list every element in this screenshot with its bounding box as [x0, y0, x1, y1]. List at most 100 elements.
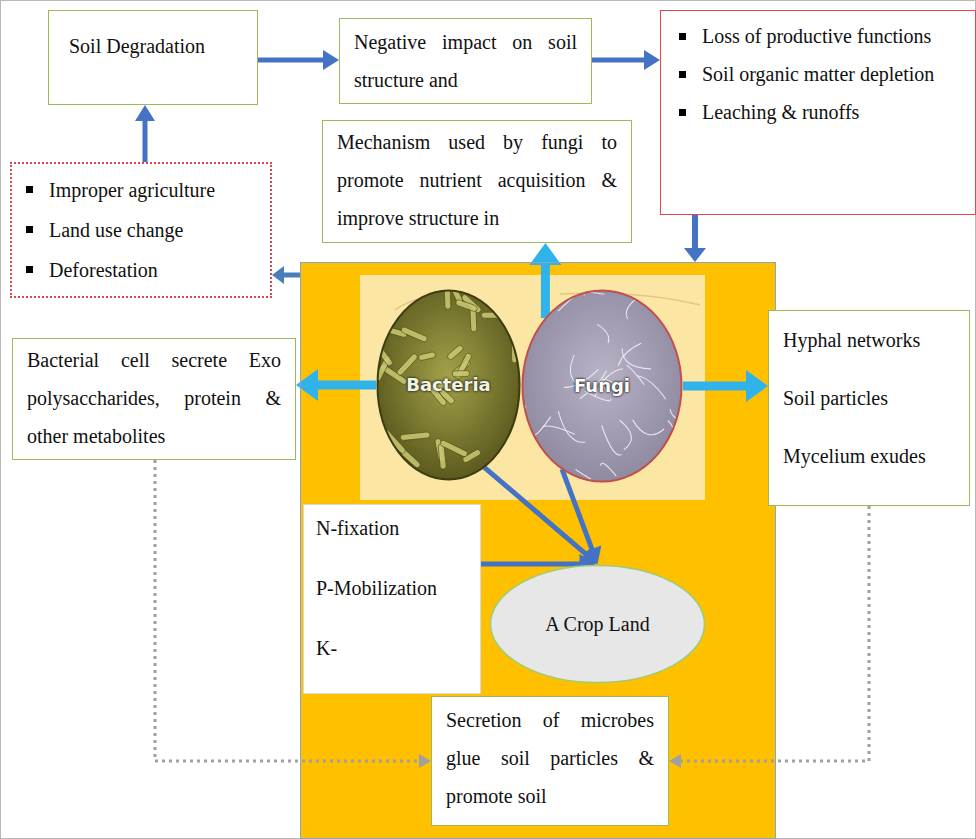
- box-text: Mechanism used by fungi to promote nutri…: [337, 123, 617, 237]
- connector: [684, 215, 706, 262]
- bullet-square: [26, 226, 33, 233]
- bacterium-rod: [382, 428, 407, 454]
- bacteria-circle: Bacteria: [376, 289, 521, 481]
- connector-line: [692, 215, 698, 250]
- connector: [258, 50, 339, 70]
- hypha-strand: [597, 324, 609, 343]
- hypha-strand: [633, 420, 664, 435]
- bacterium-rod: [396, 353, 419, 377]
- connector: [484, 467, 597, 564]
- bullet-text: Deforestation: [49, 250, 260, 290]
- nutrient-box: N-fixationP-MobilizationK-: [303, 504, 481, 694]
- connector-line: [683, 382, 748, 391]
- connector: [296, 369, 376, 401]
- hypha-strand: [521, 430, 534, 460]
- hypha-strand: [542, 426, 574, 434]
- crop-land-panel: Bacteria FungiN-fixationP-MobilizationK- A…: [300, 262, 776, 839]
- connector-line: [481, 562, 581, 567]
- bullet-square: [26, 266, 33, 273]
- hypha-strand: [558, 411, 585, 443]
- connector-line: [562, 469, 592, 550]
- list-text: P-Mobilization: [316, 569, 468, 607]
- circle-texture: [376, 289, 519, 481]
- box-text: Soil Degradation: [69, 27, 237, 65]
- process-box: Mechanism used by fungi to promote nutri…: [322, 120, 632, 243]
- bullet-text: Leaching & runoffs: [702, 93, 965, 131]
- hypha-strand: [622, 349, 651, 369]
- list-box: Hyphal networksSoil particlesMycelium ex…: [768, 310, 970, 506]
- microbe-image-ground: [360, 275, 705, 500]
- connector: [562, 469, 601, 564]
- crop-land-ellipse: A Crop Land: [489, 564, 706, 684]
- process-box: Secretion of microbes glue soil particle…: [431, 696, 669, 826]
- list-text: Soil particles: [783, 379, 955, 417]
- arrow-head: [135, 105, 155, 121]
- circle-label: Fungi: [574, 374, 630, 398]
- arrow-head: [669, 754, 681, 768]
- bacterium-rod: [376, 306, 390, 332]
- arrow-head: [684, 248, 706, 262]
- process-box: Soil Degradation: [48, 10, 258, 105]
- connector: [592, 50, 660, 70]
- connector-line: [541, 264, 550, 319]
- circle-fill: [378, 291, 520, 480]
- bacterium-rod: [400, 326, 428, 343]
- connector: [272, 266, 300, 284]
- hypha-strand: [602, 425, 622, 455]
- list-text: Hyphal networks: [783, 321, 955, 359]
- connector: [135, 105, 155, 162]
- circle-label: Bacteria: [406, 373, 491, 397]
- orange-panel-fill: [300, 262, 776, 839]
- causes-box: Improper agricultureLand use changeDefor…: [10, 162, 272, 298]
- ellipse-outline: [491, 566, 705, 683]
- connector: [683, 370, 768, 402]
- bacterium-rod: [455, 299, 478, 312]
- arrow-head: [644, 50, 660, 70]
- bullet-item: Deforestation: [26, 250, 260, 290]
- connector-line: [484, 467, 586, 554]
- arrow-head: [272, 266, 284, 284]
- hypha-strand: [637, 376, 666, 400]
- bacterium-rod: [439, 439, 468, 457]
- bullet-text: Improper agriculture: [49, 170, 260, 210]
- arrow-head: [746, 370, 768, 402]
- connector-line: [283, 273, 301, 278]
- bullet-item: Land use change: [26, 210, 260, 250]
- bullet-item: Leaching & runoffs: [679, 93, 965, 131]
- hypha-strand: [620, 420, 632, 450]
- bullet-text: Land use change: [49, 210, 260, 250]
- box-text: Bacterial cell secrete Exo polysaccharid…: [27, 341, 281, 455]
- bullet-item: Loss of productive functions: [679, 17, 965, 55]
- arrow-head: [323, 50, 339, 70]
- bullet-square: [679, 33, 686, 40]
- bacterium-rod: [386, 294, 417, 303]
- bullet-square: [679, 71, 686, 78]
- fungi-circle: Fungi: [521, 289, 683, 483]
- bacterium-rod: [446, 344, 464, 361]
- connector-line: [680, 506, 870, 761]
- connector-line: [258, 58, 325, 63]
- bullet-text: Soil organic matter depletion: [702, 55, 965, 93]
- bacterium-rod: [400, 432, 430, 441]
- connector-line: [592, 58, 646, 63]
- bullet-text: Loss of productive functions: [702, 17, 965, 55]
- circle-outline: [523, 291, 682, 482]
- bullet-item: Soil organic matter depletion: [679, 55, 965, 93]
- box-text: Secretion of microbes glue soil particle…: [446, 701, 654, 815]
- bullet-item: Improper agriculture: [26, 170, 260, 210]
- ellipse-label: A Crop Land: [545, 605, 649, 643]
- list-text: N-fixation: [316, 509, 468, 547]
- process-box: Bacterial cell secrete Exo polysaccharid…: [12, 338, 296, 460]
- bacterium-rod: [392, 293, 410, 300]
- bullet-square: [679, 109, 686, 116]
- hypha-strand: [601, 463, 617, 476]
- effects-box: Loss of productive functionsSoil organic…: [660, 10, 976, 215]
- bacterium-rod: [444, 289, 451, 309]
- list-text: K-: [316, 629, 468, 667]
- bacterium-rod: [418, 351, 436, 361]
- box-text: Negative impact on soil structure and: [354, 23, 577, 99]
- list-text: Mycelium exudes: [783, 437, 955, 475]
- bacterium-rod: [390, 468, 411, 481]
- hypha-strand: [618, 343, 641, 366]
